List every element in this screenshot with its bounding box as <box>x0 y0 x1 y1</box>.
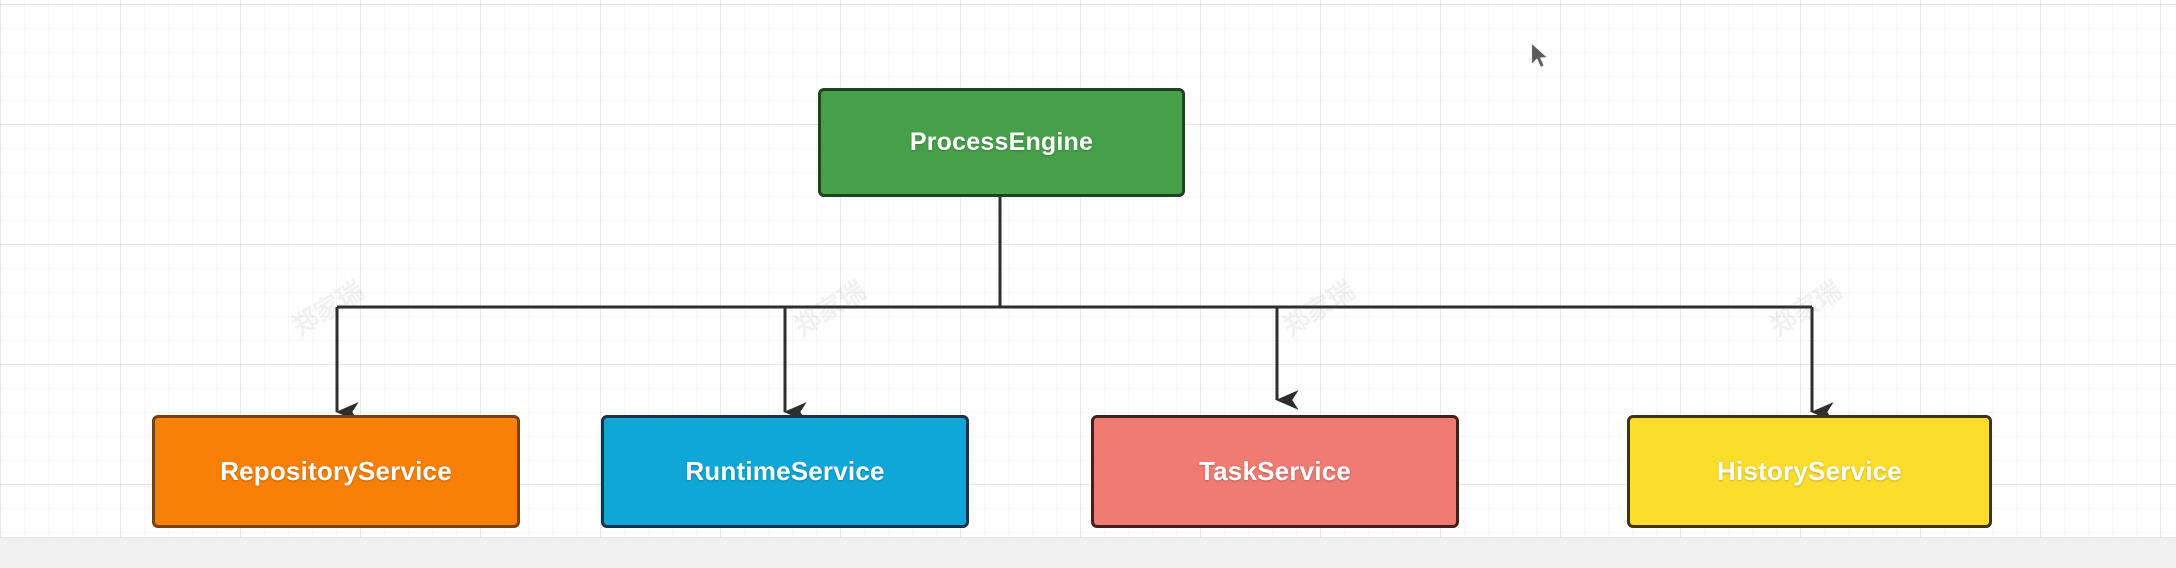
tree-edges <box>335 197 1834 422</box>
watermark-text: 郑家瑞 <box>1278 275 1361 343</box>
node-history-service[interactable]: HistoryService <box>1627 415 1992 528</box>
watermark-text: 郑家瑞 <box>287 275 370 343</box>
node-label: ProcessEngine <box>909 128 1094 156</box>
node-process-engine[interactable]: ProcessEngine <box>818 88 1185 197</box>
node-label: RuntimeService <box>685 456 885 486</box>
watermark-text: 郑家瑞 <box>789 275 872 343</box>
node-repository-service[interactable]: RepositoryService <box>152 415 520 528</box>
watermark-text: 郑家瑞 <box>1765 275 1848 343</box>
bottom-panel-strip <box>0 537 2176 568</box>
node-runtime-service[interactable]: RuntimeService <box>601 415 969 528</box>
node-label: HistoryService <box>1717 456 1902 486</box>
node-label: RepositoryService <box>220 456 452 486</box>
mouse-cursor <box>1530 42 1549 68</box>
node-label: TaskService <box>1198 456 1352 486</box>
node-task-service[interactable]: TaskService <box>1091 415 1459 528</box>
